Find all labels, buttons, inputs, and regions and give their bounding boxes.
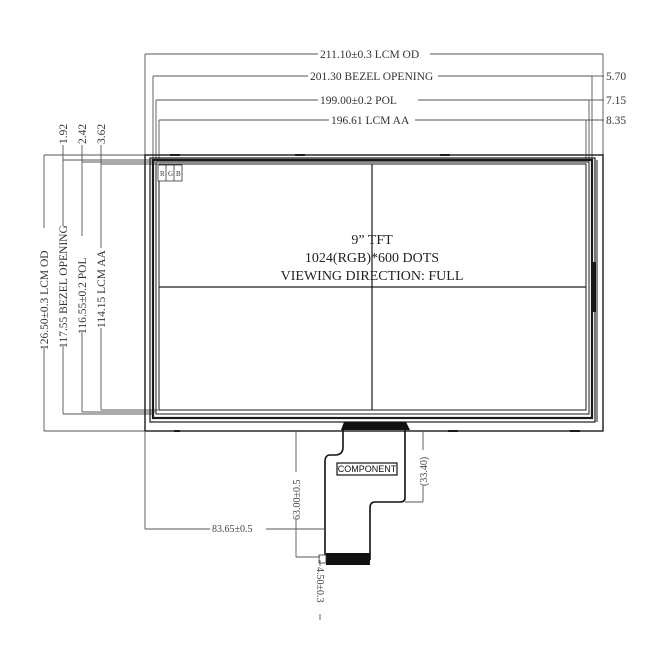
dim-fpc-finger-width: 4.50±0.3 [314, 567, 325, 603]
component-label: COMPONENT [338, 464, 397, 474]
dim-pol-top-offset: 2.42 [77, 124, 89, 144]
fpc-dimension-labels: 63.00±0.5 83.65±0.5 (33.40) 4.50±0.3 [210, 450, 430, 614]
dim-pol-height: 116.55±0.2 POL [77, 258, 89, 335]
dim-lcm-od-width: 211.10±0.3 LCM OD [320, 49, 419, 61]
dim-bezel-top-offset: 1.92 [58, 124, 70, 144]
resolution-text: 1024(RGB)*600 DOTS [305, 251, 439, 266]
dim-aa-height: 114.15 LCM AA [96, 249, 108, 328]
polarizer-outline [155, 161, 590, 415]
dim-fpc-length: 63.00±0.5 [292, 480, 303, 521]
panel-size-text: 9” TFT [351, 233, 393, 248]
dim-pol-offset: 7.15 [606, 95, 626, 107]
fpc-bonding-area [341, 422, 410, 430]
rgb-mark-g: G [168, 170, 173, 178]
lcm-body [144, 154, 604, 432]
left-dimensions [43, 145, 158, 432]
fpc-left-edge [324, 430, 344, 560]
dim-bezel-opening-width: 201.30 BEZEL OPENING [310, 71, 433, 83]
top-dimensions [144, 53, 604, 160]
dim-pol-width: 199.00±0.2 POL [320, 95, 397, 107]
component-label-box: COMPONENT [336, 462, 398, 476]
dim-bezel-offset: 5.70 [606, 71, 626, 83]
viewing-direction-text: VIEWING DIRECTION: FULL [281, 269, 464, 284]
fpc-cable [318, 422, 410, 565]
top-dimension-labels: 211.10±0.3 LCM OD 201.30 BEZEL OPENING 5… [308, 47, 626, 127]
rgb-mark-r: R [160, 170, 165, 178]
dim-aa-width: 196.61 LCM AA [331, 115, 410, 127]
fpc-dimensions [144, 431, 424, 620]
rgb-mark-b: B [176, 170, 181, 178]
dim-aa-top-offset: 3.62 [96, 124, 108, 144]
lcm-outline [144, 154, 604, 432]
dim-aa-offset: 8.35 [606, 115, 626, 127]
dim-fpc-bend: (33.40) [419, 457, 430, 486]
dim-bezel-opening-height: 117.55 BEZEL OPENING [58, 225, 70, 348]
fpc-right-edge [369, 430, 406, 560]
center-text: 9” TFT 1024(RGB)*600 DOTS VIEWING DIRECT… [280, 229, 464, 284]
dim-lcm-od-height: 126.50±0.3 LCM OD [39, 250, 51, 350]
dim-fpc-x-position: 83.65±0.5 [212, 524, 253, 535]
fpc-stiffener-tab [318, 554, 327, 564]
left-dimension-labels: 126.50±0.3 LCM OD 117.55 BEZEL OPENING 1… [37, 124, 108, 350]
side-tape [593, 262, 596, 312]
fpc-gold-fingers [326, 553, 370, 565]
rgb-pixel-marker: R G B [157, 164, 183, 182]
bezel-opening [151, 158, 594, 420]
